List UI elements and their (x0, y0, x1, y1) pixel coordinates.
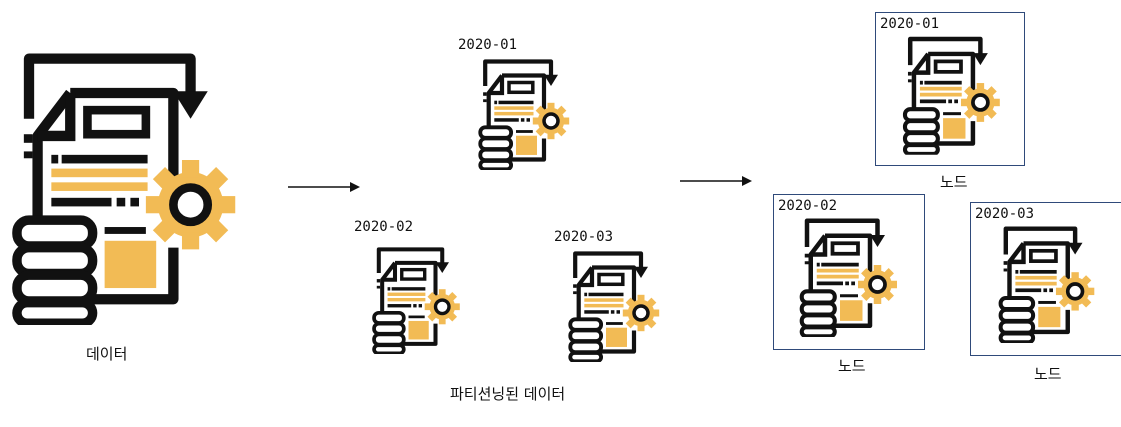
source-data-icon (4, 50, 274, 325)
partitioned-data-label: 파티션닝된 데이터 (450, 385, 566, 403)
node-partition-label: 2020-02 (778, 198, 838, 214)
partition-label: 2020-01 (458, 37, 518, 53)
partition-icon (366, 246, 478, 354)
node-data-icon (902, 35, 1014, 155)
node-label: 노드 (1034, 365, 1062, 383)
node-data-icon (997, 225, 1109, 343)
node-box: 2020-03 (970, 202, 1121, 356)
node-partition-label: 2020-01 (880, 16, 940, 32)
source-data-label: 데이터 (86, 345, 128, 363)
node-label: 노드 (940, 173, 968, 191)
arrow-to-nodes (680, 176, 752, 186)
partition-icon (564, 250, 676, 362)
arrow-to-partitions (288, 182, 360, 192)
node-data-icon (798, 217, 912, 337)
partition-icon (474, 58, 586, 170)
node-box: 2020-01 (875, 12, 1025, 166)
partition-label: 2020-03 (554, 229, 614, 245)
partition-label: 2020-02 (354, 219, 414, 235)
node-label: 노드 (838, 357, 866, 375)
node-box: 2020-02 (773, 194, 925, 350)
node-partition-label: 2020-03 (975, 206, 1035, 222)
